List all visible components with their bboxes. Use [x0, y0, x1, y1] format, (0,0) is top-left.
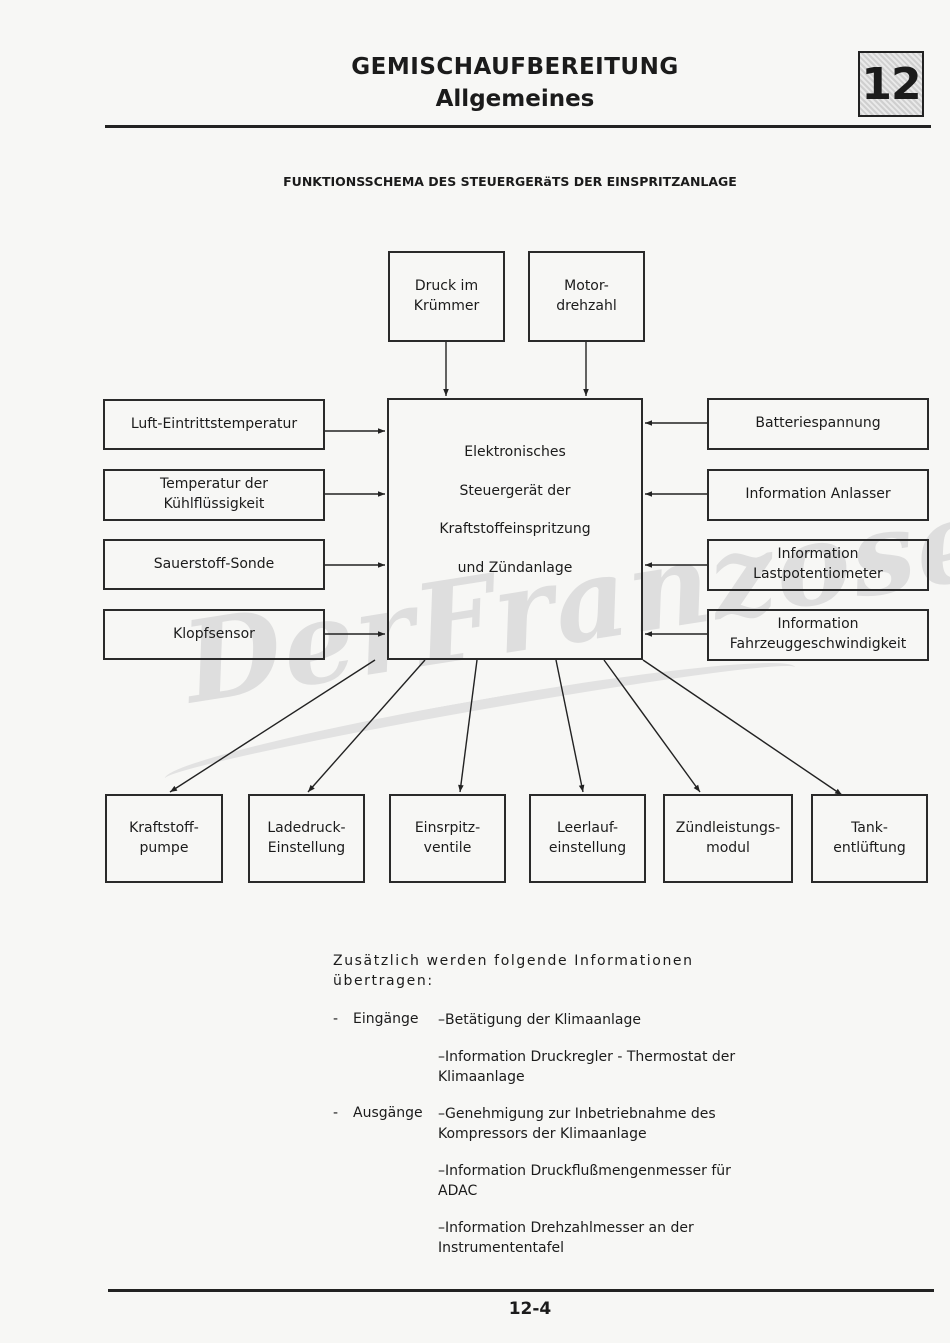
output-box-kraftstoffpumpe: Kraftstoff-pumpe — [105, 794, 223, 883]
input-box-batteriespannung: Batteriespannung — [707, 398, 929, 450]
output-box-ladedruck: Ladedruck- Einstellung — [248, 794, 365, 883]
box-label: Information Anlasser — [745, 486, 891, 503]
box-label: entlüftung — [833, 839, 906, 856]
page-number: 12-4 — [508, 1299, 552, 1319]
box-label: Leerlauf- — [556, 819, 619, 836]
box-label: Kraftstoff- — [129, 819, 199, 836]
notes-input-item: –Information Druckregler - Thermostat de… — [438, 1049, 736, 1085]
bullet-dash: - — [333, 1105, 339, 1121]
input-box-motordrehzahl: Motor-drehzahl — [528, 251, 645, 342]
box-label: Information — [777, 546, 859, 563]
box-label: Information — [777, 616, 859, 633]
box-label: Zündleistungs- — [675, 819, 781, 836]
input-box-sauerstoff-sonde: Sauerstoff-Sonde — [103, 539, 325, 590]
box-label: Lastpotentiometer — [753, 566, 883, 582]
input-box-klopfsensor: Klopfsensor — [103, 609, 325, 660]
bullet-dash: - — [333, 1011, 339, 1027]
box-label: einstellung — [548, 839, 627, 856]
box-label: ventile — [423, 839, 472, 856]
notes-output-item: –Information Drehzahlmesser an der Instr… — [438, 1220, 694, 1256]
box-label: drehzahl — [556, 297, 617, 314]
ecu-label: Steuergerät der — [459, 483, 571, 499]
arrow-out-ladedruck — [307, 659, 426, 793]
arrow-out-leerlauf — [555, 659, 585, 793]
header-rule — [105, 125, 931, 128]
output-box-einspritzventile: Einsrpitz-ventile — [389, 794, 506, 883]
box-label: Sauerstoff-Sonde — [153, 555, 275, 572]
box-label: Fahrzeuggeschwindigkeit — [729, 636, 907, 652]
output-box-leerlauf: Leerlauf-einstellung — [529, 794, 646, 883]
ecu-label: und Zündanlage — [457, 560, 573, 576]
input-box-druck-im-kruemmer: Druck im Krümmer — [388, 251, 505, 342]
notes-input-item: –Betätigung der Klimaanlage — [438, 1012, 641, 1028]
notes-output-item: –Genehmigung zur Inbetriebnahme des Komp… — [438, 1106, 716, 1142]
arrow-out-tank — [642, 659, 843, 796]
page-subtitle: Allgemeines — [435, 86, 595, 112]
box-label: Krümmer — [413, 297, 480, 314]
input-box-luft-eintrittstemperatur: Luft-Eintrittstemperatur — [103, 399, 325, 450]
box-label: Tank- — [851, 819, 888, 836]
chapter-badge: 12 — [858, 51, 924, 117]
arrow-out-ventile — [458, 659, 478, 793]
notes-inputs-label: Eingänge — [353, 1011, 419, 1027]
page-title: GEMISCHAUFBEREITUNG — [351, 54, 679, 80]
box-label: Luft-Eintrittstemperatur — [130, 415, 298, 432]
box-label: Motor- — [564, 277, 609, 294]
notes-intro-text: Zusätzlich werden folgende Informationen… — [333, 953, 694, 989]
output-box-tankentlueftung: Tank-entlüftung — [811, 794, 928, 883]
ecu-box: Elektronisches Steuergerät der Kraftstof… — [387, 398, 643, 660]
box-label: Temperatur der — [159, 476, 269, 493]
diagram-title: FUNKTIONSSCHEMA DES STEUERGERäTS DER EIN… — [283, 174, 737, 189]
notes-intro: Zusätzlich werden folgende Informationen… — [333, 952, 743, 992]
box-label: Batteriespannung — [755, 415, 881, 432]
notes-outputs-label: Ausgänge — [353, 1105, 423, 1121]
box-label: Einsrpitz- — [414, 819, 481, 836]
ecu-label: Kraftstoffeinspritzung — [439, 521, 591, 537]
box-label: Druck im — [414, 277, 479, 294]
output-box-zuendleistungsmodul: Zündleistungs-modul — [663, 794, 793, 883]
notes-output-item: –Information Druckflußmengenmesser für A… — [438, 1163, 731, 1199]
arrow-out-zuend — [603, 659, 701, 793]
box-label: pumpe — [139, 839, 189, 856]
box-label: Ladedruck- — [267, 819, 346, 836]
box-label: modul — [706, 839, 750, 856]
footer-rule — [108, 1289, 934, 1292]
arrow-out-pumpe — [169, 659, 376, 793]
ecu-label: Elektronisches — [464, 444, 566, 460]
box-label: Einstellung — [267, 839, 346, 856]
box-label: Klopfsensor — [173, 625, 255, 642]
box-label: Kühlflüssigkeit — [163, 496, 265, 512]
input-box-information-anlasser: Information Anlasser — [707, 469, 929, 521]
